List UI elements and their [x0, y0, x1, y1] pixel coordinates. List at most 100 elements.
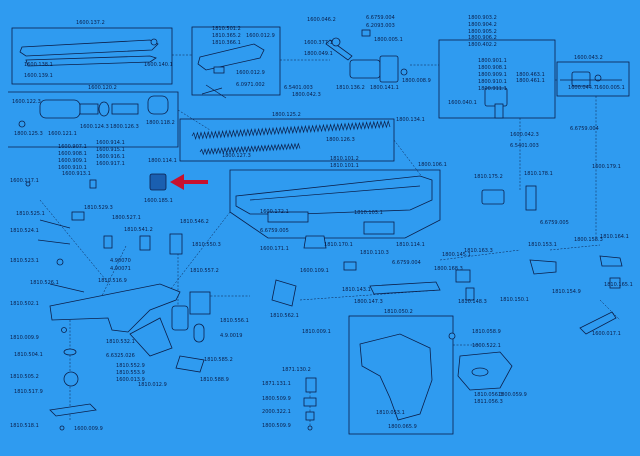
part-number-label: 6.6759.004	[392, 260, 421, 266]
box-grip-group	[348, 315, 454, 435]
part-number-label: 1800.910.1	[478, 79, 507, 85]
part-number-label: 1810.143.1	[342, 287, 371, 293]
part-number-label: 1810.164.1	[600, 234, 629, 240]
box-bolt-parts	[191, 26, 281, 96]
part-number-label: 1800.049.1	[304, 51, 333, 57]
part-number-label: 1810.505.2	[10, 374, 39, 380]
part-number-label: 1810.529.3	[84, 205, 113, 211]
part-number-label: 1600.139.1	[24, 73, 53, 79]
part-number-label: 1600.117.1	[10, 178, 39, 184]
part-number-label: 1810.524.1	[10, 228, 39, 234]
part-number-label: 1800.522.1	[472, 343, 501, 349]
part-number-label: 1810.101.1	[330, 163, 359, 169]
part-number-label: 1800.905.2	[468, 29, 497, 35]
part-cocking-pins	[325, 29, 408, 83]
part-number-label: 1600.012.9	[236, 70, 265, 76]
part-number-label: 1600.910.1	[58, 165, 87, 171]
part-number-label: 1800.461.1	[516, 78, 545, 84]
part-number-label: 1810.365.2	[212, 33, 241, 39]
part-small-left	[25, 179, 183, 293]
part-lower-frame	[49, 279, 297, 373]
part-number-label: 1600.042.3	[510, 132, 539, 138]
part-number-label: 1810.504.1	[14, 352, 43, 358]
part-bolt	[197, 43, 265, 99]
part-number-label: 2000.322.1	[262, 409, 291, 415]
part-number-label: 1810.050.2	[384, 309, 413, 315]
part-number-label: 1810.110.3	[360, 250, 389, 256]
part-number-label: 1810.163.3	[464, 248, 493, 254]
part-number-label: 1810.148.3	[458, 299, 487, 305]
part-highlighted	[149, 173, 208, 191]
part-number-label: 1600.046.2	[307, 17, 336, 23]
part-number-label: 1600.140.1	[144, 62, 173, 68]
part-number-label: 1800.005.1	[374, 37, 403, 43]
part-number-label: 1800.042.3	[292, 92, 321, 98]
part-number-label: 1800.463.1	[516, 72, 545, 78]
part-bottom-center	[303, 377, 317, 431]
part-number-label: 1810.516.9	[98, 278, 127, 284]
part-number-label: 1810.553.9	[116, 370, 145, 376]
leader-lines	[39, 54, 621, 430]
part-number-label: 1600.913.1	[62, 171, 91, 177]
part-number-label: 4.90070	[110, 258, 131, 264]
part-number-label: 1810.150.1	[500, 297, 529, 303]
part-number-label: 1810.562.1	[270, 313, 299, 319]
part-number-label: 1871.131.1	[262, 381, 291, 387]
part-number-label: 1600.124.3	[80, 124, 109, 130]
part-number-label: 1600.005.1	[596, 85, 625, 91]
part-barrel	[18, 95, 169, 128]
part-number-labels: 1600.137.21600.138.11600.139.11600.140.1…	[10, 15, 633, 432]
part-number-label: 1810.546.2	[180, 219, 209, 225]
part-number-label: 1810.056.3	[474, 392, 503, 398]
part-number-label: 1600.377.1	[304, 40, 333, 46]
part-number-label: 1810.009.1	[302, 329, 331, 335]
part-number-label: 1810.526.1	[30, 280, 59, 286]
part-number-label: 1810.501.2	[212, 26, 241, 32]
part-number-label: 1800.908.1	[478, 65, 507, 71]
part-number-label: 1600.121.1	[48, 131, 77, 137]
part-number-label: 4.90071	[110, 266, 131, 272]
part-number-label: 1800.168.3	[434, 266, 463, 272]
part-number-label: 1800.134.1	[396, 117, 425, 123]
part-number-label: 1810.518.1	[10, 423, 39, 429]
part-number-label: 1800.906.2	[468, 35, 497, 41]
part-number-label: 1600.109.1	[300, 268, 329, 274]
part-number-label: 1800.126.3	[110, 124, 139, 130]
part-number-label: 1600.909.1	[58, 158, 87, 164]
part-number-label: 1800.901.1	[478, 58, 507, 64]
part-number-label: 1800.125.2	[272, 112, 301, 118]
part-number-label: 1600.915.1	[96, 147, 125, 153]
part-number-label: 1810.552.9	[116, 363, 145, 369]
part-number-label: 1800.059.9	[498, 392, 527, 398]
arrow-indicator	[170, 174, 208, 190]
part-number-label: 1800.126.3	[326, 137, 355, 143]
part-number-label: 1810.502.1	[10, 301, 39, 307]
part-number-label: 1811.056.3	[474, 399, 503, 405]
part-number-label: 1810.114.1	[396, 242, 425, 248]
part-number-label: 1600.044.7	[568, 85, 597, 91]
part-number-label: 1600.914.1	[96, 140, 125, 146]
part-number-label: 1600.917.1	[96, 161, 125, 167]
part-number-label: 1800.008.9	[402, 78, 431, 84]
box-safety-parts	[556, 61, 630, 97]
part-number-label: 1600.012.9	[246, 33, 275, 39]
part-number-label: 1600.907.1	[58, 144, 87, 150]
part-number-label: 1800.527.1	[112, 215, 141, 221]
part-receiver-small	[303, 235, 475, 301]
part-number-label: 1800.106.1	[418, 162, 447, 168]
part-number-label: 1600.043.2	[574, 55, 603, 61]
part-number-label: 1800.114.1	[148, 158, 177, 164]
part-number-label: 6.5401.003	[284, 85, 313, 91]
part-number-label: 1600.017.1	[592, 331, 621, 337]
part-number-label: 1810.523.1	[10, 258, 39, 264]
part-number-label: 1810.153.1	[528, 242, 557, 248]
part-number-label: 6.0971.002	[236, 82, 265, 88]
part-number-label: 1810.588.9	[200, 377, 229, 383]
part-receiver	[235, 175, 433, 235]
part-number-label: 1810.101.2	[330, 156, 359, 162]
part-number-label: 6.6759.005	[260, 228, 289, 234]
part-number-label: 1810.165.1	[604, 282, 633, 288]
part-number-label: 1810.136.2	[336, 85, 365, 91]
part-number-label: 1600.122.3	[12, 99, 41, 105]
